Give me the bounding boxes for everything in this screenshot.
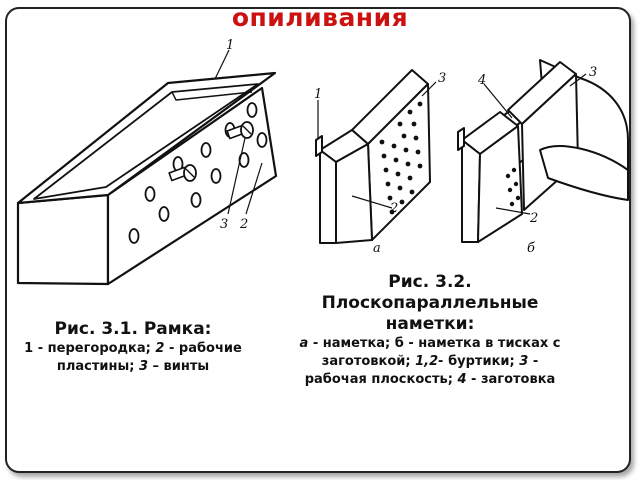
- caption1-num-1: 1: [24, 341, 34, 356]
- template-a-rib-front: [319, 149, 337, 244]
- template-b-lip: [457, 127, 465, 151]
- template-b-leader-2: [495, 207, 531, 215]
- caption2-text-3: - рабочая плоскость;: [304, 354, 539, 387]
- caption-fig-3-1-body: 1 - перегородка; 2 - рабочие пластины; 3…: [8, 340, 258, 376]
- template-a-label-2: 2: [389, 201, 398, 216]
- caption2-text-12: буртики;: [448, 354, 515, 369]
- screw-2: [226, 121, 254, 140]
- template-a-label-3: 3: [438, 71, 446, 86]
- template-b-label-2: 2: [529, 211, 538, 226]
- caption-fig-3-2: Рис. 3.2. Плоскопараллельные наметки: а …: [282, 272, 578, 389]
- frame-end-face: [16, 193, 110, 286]
- frame-opening: [33, 83, 259, 200]
- template-b-leader-4: [483, 83, 513, 119]
- template-b-holes: [505, 167, 521, 207]
- caption-fig-3-2-heading-1: Рис. 3.2.: [388, 272, 472, 292]
- template-a-leader-2: [351, 195, 393, 209]
- frame-label-3: 3: [220, 217, 228, 232]
- caption-fig-3-2-body: а - наметка; б - наметка в тисках с заго…: [282, 335, 578, 389]
- frame-inner-edge: [171, 91, 253, 101]
- caption1-text-2: - рабочие пластины;: [56, 341, 242, 374]
- caption2-num-a: а: [299, 336, 309, 351]
- template-a-lip: [315, 135, 323, 157]
- sublabel-b: б: [527, 241, 535, 256]
- template-a-illustration: [315, 69, 437, 244]
- caption2-text-a: - наметка; б - наметка в тисках с загото…: [312, 336, 561, 369]
- caption-fig-3-1-heading: Рис. 3.1. Рамка:: [54, 319, 212, 339]
- template-a-holes: [379, 101, 423, 215]
- frame-holes: [128, 102, 268, 244]
- template-b-label-4: 4: [477, 73, 486, 88]
- screw-1: [168, 164, 197, 182]
- caption-fig-3-1: Рис. 3.1. Рамка: 1 - перегородка; 2 - ра…: [8, 318, 258, 376]
- sublabel-a: а: [373, 241, 381, 256]
- template-b-leader-3: [569, 73, 587, 87]
- caption1-num-3: 3: [138, 359, 148, 374]
- caption2-num-4: 4: [457, 372, 467, 387]
- caption2-num-12: 1,2-: [415, 354, 444, 369]
- caption1-text-3: – винты: [152, 359, 210, 374]
- slide-title: опиливания: [231, 3, 409, 32]
- leader-2: [245, 162, 263, 215]
- caption2-text-4: - заготовка: [471, 372, 556, 387]
- template-a-leader-3: [421, 81, 437, 97]
- leader-1: [214, 49, 230, 80]
- caption1-num-2: 2: [155, 341, 165, 356]
- frame-label-2: 2: [239, 217, 248, 232]
- template-b-label-3: 3: [589, 65, 597, 80]
- template-a-rib-side: [335, 143, 373, 244]
- template-b-rib-front: [461, 139, 481, 243]
- caption-fig-3-2-heading-2: Плоскопараллельные наметки:: [321, 293, 539, 334]
- template-a-label-1: 1: [314, 87, 322, 102]
- template-b-rib-side: [477, 125, 523, 243]
- frame-illustration: [16, 49, 278, 286]
- caption1-text-1: - перегородка;: [37, 341, 151, 356]
- leader-3: [227, 137, 246, 215]
- frame-label-1: 1: [226, 38, 234, 53]
- vise-jaw-front: [539, 145, 629, 201]
- caption2-num-3: 3: [519, 354, 529, 369]
- template-b-illustration: [457, 59, 629, 243]
